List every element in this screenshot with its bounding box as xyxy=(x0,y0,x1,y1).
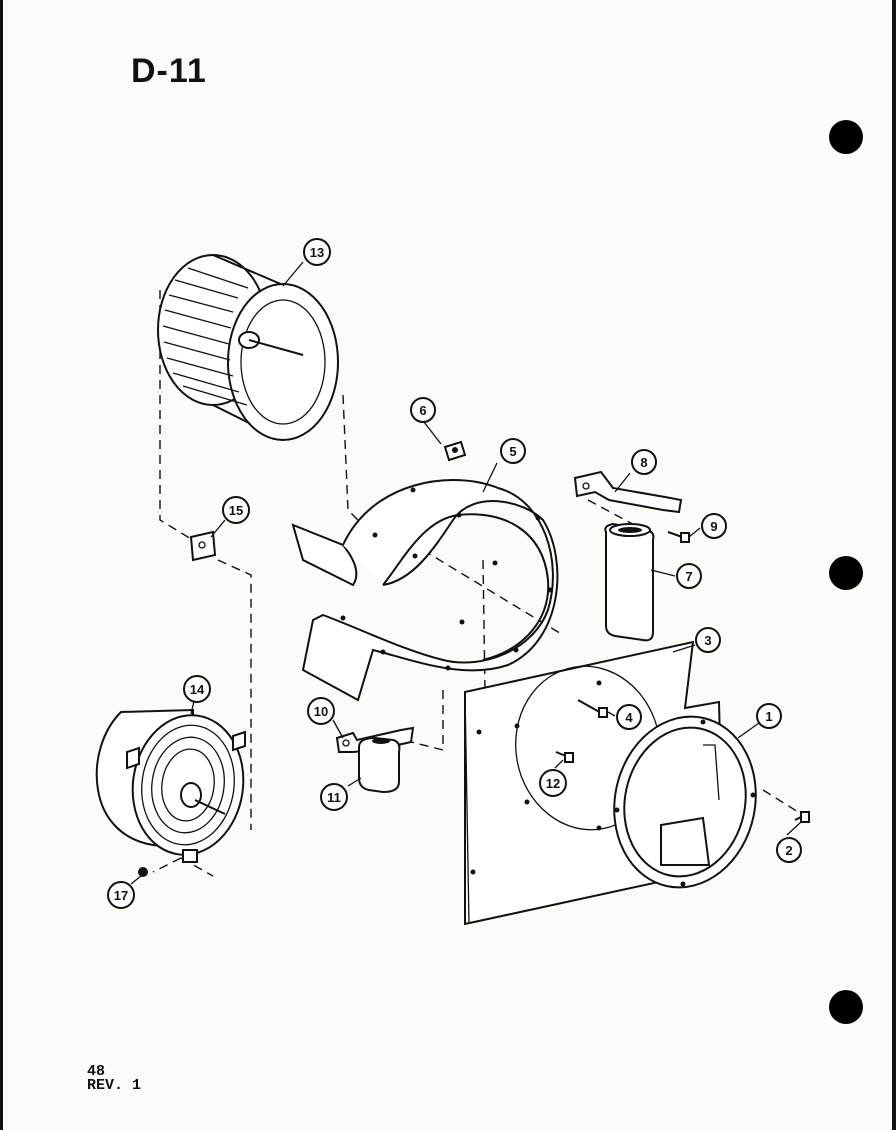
punch-hole-bottom xyxy=(829,990,863,1024)
callout-13-label: 13 xyxy=(310,245,324,260)
callout-8-label: 8 xyxy=(640,455,647,470)
revision-label: REV. 1 xyxy=(87,1077,142,1094)
blower-housing-part xyxy=(291,479,559,702)
callout-8: 8 xyxy=(631,449,657,475)
screw-part-12 xyxy=(555,751,574,763)
panel-screw-part xyxy=(577,699,608,718)
callout-5-label: 5 xyxy=(509,444,516,459)
page-number: 48 xyxy=(87,1063,106,1080)
blower-motor-part xyxy=(95,708,246,863)
callout-6: 6 xyxy=(410,397,436,423)
callout-3: 3 xyxy=(695,627,721,653)
punch-hole-middle xyxy=(829,556,863,590)
callout-3-label: 3 xyxy=(704,633,711,648)
punch-hole-top xyxy=(829,120,863,154)
wire-clip-part xyxy=(443,440,467,462)
ring-screw-part xyxy=(794,811,810,823)
callout-11-label: 11 xyxy=(327,790,341,805)
callout-13: 13 xyxy=(303,238,331,266)
callout-4: 4 xyxy=(616,704,642,730)
callout-2: 2 xyxy=(776,837,802,863)
callout-10: 10 xyxy=(307,697,335,725)
motor-nut-part xyxy=(138,867,148,877)
strap-screw-part xyxy=(667,531,690,543)
callout-2-label: 2 xyxy=(785,843,792,858)
callout-14: 14 xyxy=(183,675,211,703)
callout-4-label: 4 xyxy=(625,710,633,725)
exploded-view-drawing: .ln { fill: none; stroke: #111; stroke-w… xyxy=(95,238,810,926)
callout-10-label: 10 xyxy=(314,704,328,719)
callout-leader-lines xyxy=(130,261,802,885)
callout-9: 9 xyxy=(701,513,727,539)
callout-15-label: 15 xyxy=(229,503,243,518)
callout-1-label: 1 xyxy=(765,709,772,724)
callout-12-label: 12 xyxy=(546,776,560,791)
callout-14-label: 14 xyxy=(190,682,205,697)
callout-1: 1 xyxy=(756,703,782,729)
inlet-ring-part xyxy=(613,715,757,889)
start-capacitor-part xyxy=(358,736,401,794)
callout-6-label: 6 xyxy=(419,403,426,418)
callout-9-label: 9 xyxy=(710,519,717,534)
page-title: D-11 xyxy=(131,52,207,90)
callout-7: 7 xyxy=(676,563,702,589)
callout-15: 15 xyxy=(222,496,250,524)
run-capacitor-part xyxy=(604,522,655,642)
callout-11: 11 xyxy=(320,783,348,811)
callout-17-label: 17 xyxy=(114,888,128,903)
callout-5: 5 xyxy=(500,438,526,464)
callout-7-label: 7 xyxy=(685,569,692,584)
mounting-clip-part xyxy=(189,530,217,562)
blower-wheel-part xyxy=(157,254,339,441)
callout-12: 12 xyxy=(539,769,567,797)
capacitor-strap-part xyxy=(573,470,683,514)
callout-17: 17 xyxy=(107,881,135,909)
